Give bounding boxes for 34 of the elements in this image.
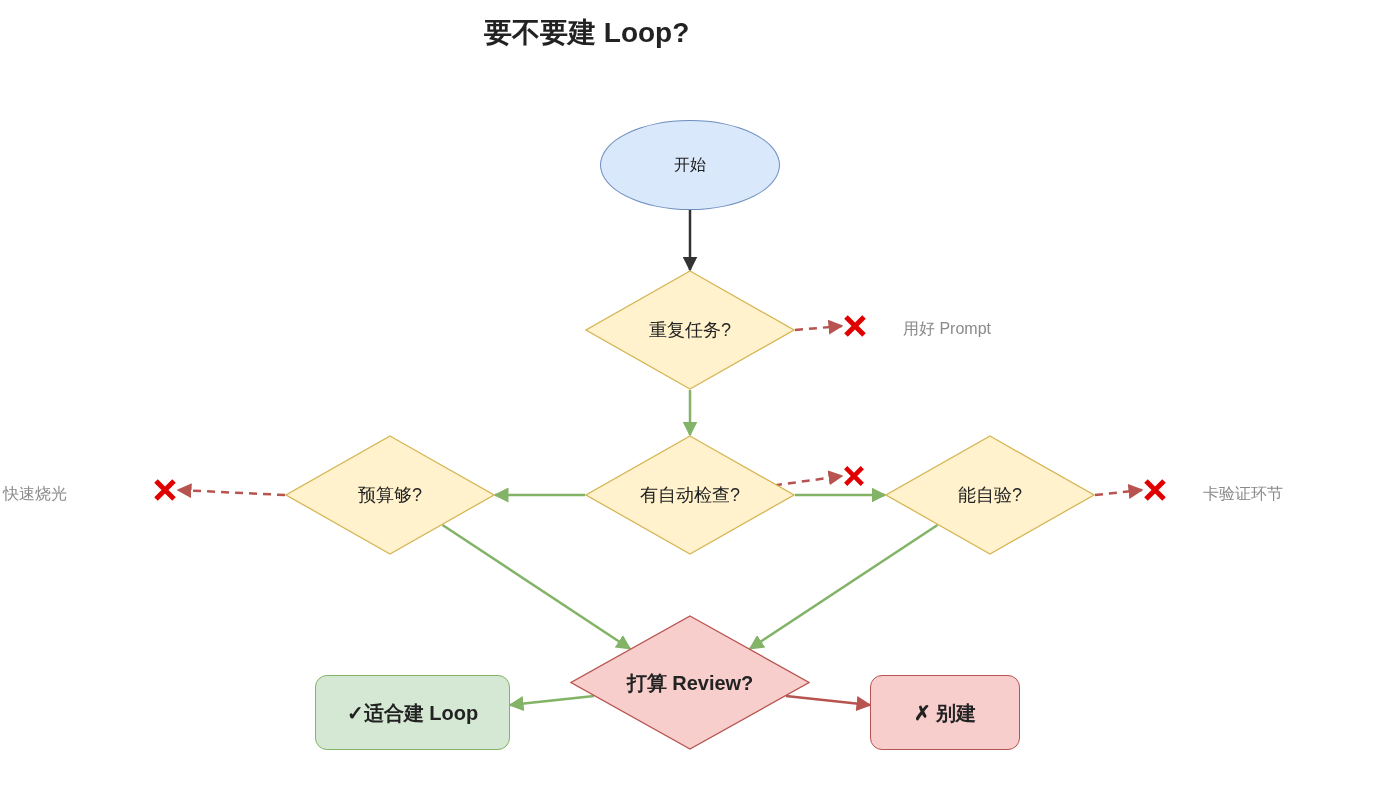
- arrow: [441, 523, 632, 650]
- dashed-arrow: [176, 483, 286, 499]
- node-label: 重复任务?: [649, 318, 731, 342]
- cross-icon: [842, 313, 868, 339]
- result-box: [870, 675, 1020, 750]
- node-label: 预算够?: [358, 483, 422, 507]
- decision-diamond: [585, 435, 795, 555]
- result-box: [315, 675, 510, 750]
- title: 要不要建 Loop?: [484, 16, 690, 50]
- decision-diamond: [585, 270, 795, 390]
- node-label: ✓适合建 Loop: [346, 700, 479, 726]
- outcome-note: 用好 Prompt: [903, 319, 991, 339]
- decision-diamond: [885, 435, 1095, 555]
- node-label: 打算 Review?: [626, 670, 754, 696]
- arrow: [748, 523, 939, 650]
- node-label: 开始: [674, 155, 706, 175]
- arrow: [795, 487, 887, 503]
- node-label: ✗ 别建: [913, 700, 977, 726]
- arrow: [682, 390, 698, 437]
- arrow: [785, 694, 872, 711]
- dashed-arrow: [1094, 483, 1144, 499]
- node-label: 有自动检查?: [640, 483, 740, 507]
- arrow: [682, 210, 698, 272]
- cross-icon: [152, 477, 178, 503]
- arrow: [508, 694, 595, 711]
- decision-diamond: [570, 615, 810, 750]
- decision-diamond: [285, 435, 495, 555]
- outcome-note: 快速烧光: [3, 484, 67, 504]
- cross-icon: [1142, 477, 1168, 503]
- node-label: 能自验?: [958, 483, 1022, 507]
- cross-icon: [842, 464, 866, 488]
- outcome-note: 卡验证环节: [1203, 484, 1283, 504]
- dashed-arrow: [794, 319, 844, 335]
- arrow: [493, 487, 585, 503]
